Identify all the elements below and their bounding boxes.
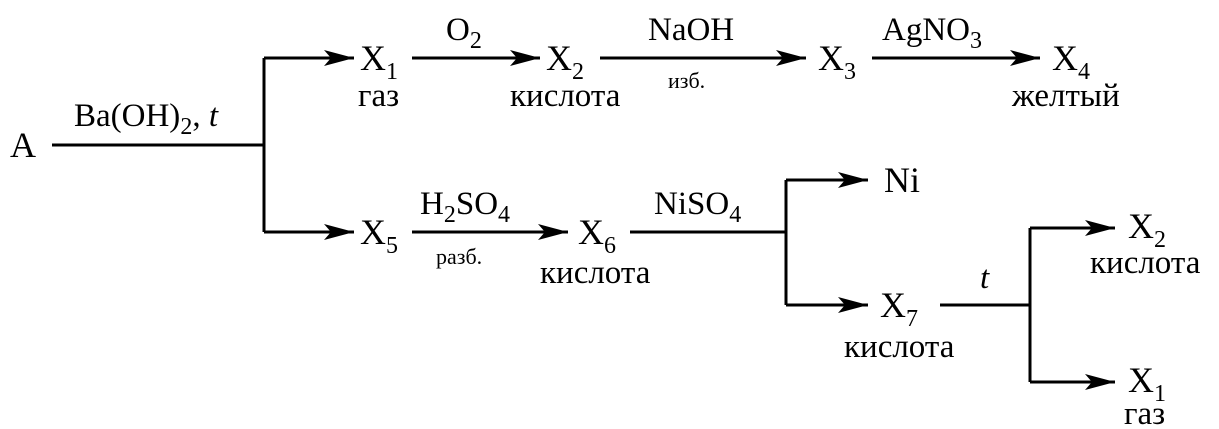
substance-x7-sub: 7 xyxy=(906,306,918,332)
substance-x7-letter: X xyxy=(880,285,906,325)
reagent-naoh: NaOH xyxy=(648,12,734,48)
reagent-h2so4-h: H xyxy=(420,186,444,222)
substance-a: A xyxy=(10,125,36,165)
substance-x3-letter: X xyxy=(818,38,844,78)
reagent-agno3-sub: 3 xyxy=(970,28,982,54)
reagent-heat: t xyxy=(980,260,990,296)
substance-x2-second-desc: кислота xyxy=(1090,245,1201,281)
substance-x7-desc: кислота xyxy=(844,329,955,365)
substance-x2: X2 xyxy=(546,38,584,85)
substance-x5-letter: X xyxy=(360,212,386,252)
reagent-niso4-sub: 4 xyxy=(729,202,741,228)
substance-x2-second: X2 xyxy=(1128,206,1166,253)
substance-x4-sub: 4 xyxy=(1078,59,1090,85)
reagent-naoh-condition: изб. xyxy=(668,68,705,93)
reagent-h2so4-sub2: 4 xyxy=(498,202,510,228)
reagent-niso4-main: NiSO xyxy=(654,186,729,222)
reagent-h2so4-so: SO xyxy=(456,186,498,222)
substance-x5: X5 xyxy=(360,212,398,259)
substance-ni: Ni xyxy=(884,160,920,200)
substance-x4-desc: желтый xyxy=(1011,78,1120,114)
substance-x1-sub: 1 xyxy=(386,59,398,85)
reagent-baoh2: Ba(OH)2, t xyxy=(74,98,219,140)
reagent-h2so4-sub1: 2 xyxy=(444,202,456,228)
substance-x6: X6 xyxy=(578,212,616,259)
substance-x1-second-desc: газ xyxy=(1124,396,1165,429)
reagent-o2-sub: 2 xyxy=(470,28,482,54)
substance-x7: X7 xyxy=(880,285,918,332)
substance-x3-sub: 3 xyxy=(844,59,856,85)
substance-x1-second-letter: X xyxy=(1128,360,1154,400)
reagent-agno3-main: AgNO xyxy=(882,12,970,48)
substance-x6-desc: кислота xyxy=(540,255,651,291)
substance-x1-second: X1 xyxy=(1128,360,1166,407)
reagent-o2-main: O xyxy=(446,12,470,48)
reagent-agno3: AgNO3 xyxy=(882,12,982,54)
reagent-baoh2-sub: 2 xyxy=(180,114,192,140)
reagent-baoh2-t: t xyxy=(209,98,219,134)
substance-x2-second-letter: X xyxy=(1128,206,1154,246)
substance-x2-desc: кислота xyxy=(510,78,621,114)
reagent-baoh2-main: Ba(OH) xyxy=(74,98,180,134)
substance-x1-second-sub: 1 xyxy=(1154,381,1166,407)
substance-x6-letter: X xyxy=(578,212,604,252)
substance-x2-letter: X xyxy=(546,38,572,78)
substance-x3: X3 xyxy=(818,38,856,85)
substance-x4-letter: X xyxy=(1052,38,1078,78)
reagent-h2so4: H2SO4 xyxy=(420,186,510,228)
reagent-baoh2-comma: , xyxy=(192,98,209,134)
substance-x2-sub: 2 xyxy=(572,59,584,85)
reagent-o2: O2 xyxy=(446,12,482,54)
substance-x1: X1 xyxy=(360,38,398,85)
substance-x5-sub: 5 xyxy=(386,233,398,259)
substance-x2-second-sub: 2 xyxy=(1154,227,1166,253)
substance-x1-desc: газ xyxy=(358,78,399,114)
reagent-niso4: NiSO4 xyxy=(654,186,741,228)
reagent-h2so4-condition: разб. xyxy=(436,244,482,269)
substance-x6-sub: 6 xyxy=(604,233,616,259)
substance-x4: X4 xyxy=(1052,38,1090,85)
substance-x1-letter: X xyxy=(360,38,386,78)
